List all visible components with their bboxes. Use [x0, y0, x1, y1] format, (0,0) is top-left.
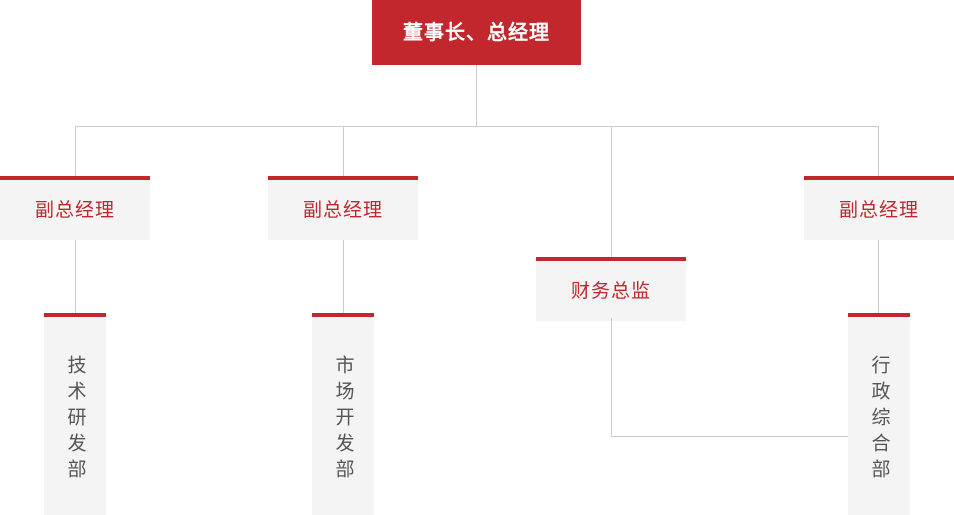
node-label: 副总经理: [838, 199, 919, 221]
node-label: 董事长、总经理: [403, 21, 550, 44]
connector-manager-2-to-department-2: [343, 240, 344, 313]
node-label: 市场开发部: [332, 355, 354, 485]
node-label: 副总经理: [34, 199, 115, 221]
connector-bus-to-manager-3: [611, 126, 612, 257]
node-label: 财务总监: [570, 280, 651, 302]
connector-bus-to-manager-1: [75, 126, 76, 176]
node-chairman-general-manager[interactable]: 董事长、总经理: [372, 0, 581, 65]
node-label: 技术研发部: [64, 355, 86, 485]
node-department-rnd[interactable]: 技术研发部: [44, 313, 106, 515]
node-deputy-general-manager-3[interactable]: 副总经理: [804, 176, 954, 240]
node-finance-director[interactable]: 财务总监: [536, 257, 686, 321]
connector-manager-1-to-department-1: [75, 240, 76, 313]
connector-root-to-bus: [476, 65, 477, 126]
node-deputy-general-manager-1[interactable]: 副总经理: [0, 176, 150, 240]
connector-manager-3-elbow-vertical: [611, 318, 612, 436]
node-label: 行政综合部: [868, 355, 890, 485]
connector-manager-4-to-department-3: [878, 240, 879, 313]
connector-bus-to-manager-2: [343, 126, 344, 176]
node-deputy-general-manager-2[interactable]: 副总经理: [268, 176, 418, 240]
node-department-market-development[interactable]: 市场开发部: [312, 313, 374, 515]
connector-bus-horizontal: [75, 126, 879, 127]
node-department-administration[interactable]: 行政综合部: [848, 313, 910, 515]
node-label: 副总经理: [302, 199, 383, 221]
connector-bus-to-manager-4: [878, 126, 879, 176]
connector-manager-3-elbow-horizontal: [611, 436, 879, 437]
